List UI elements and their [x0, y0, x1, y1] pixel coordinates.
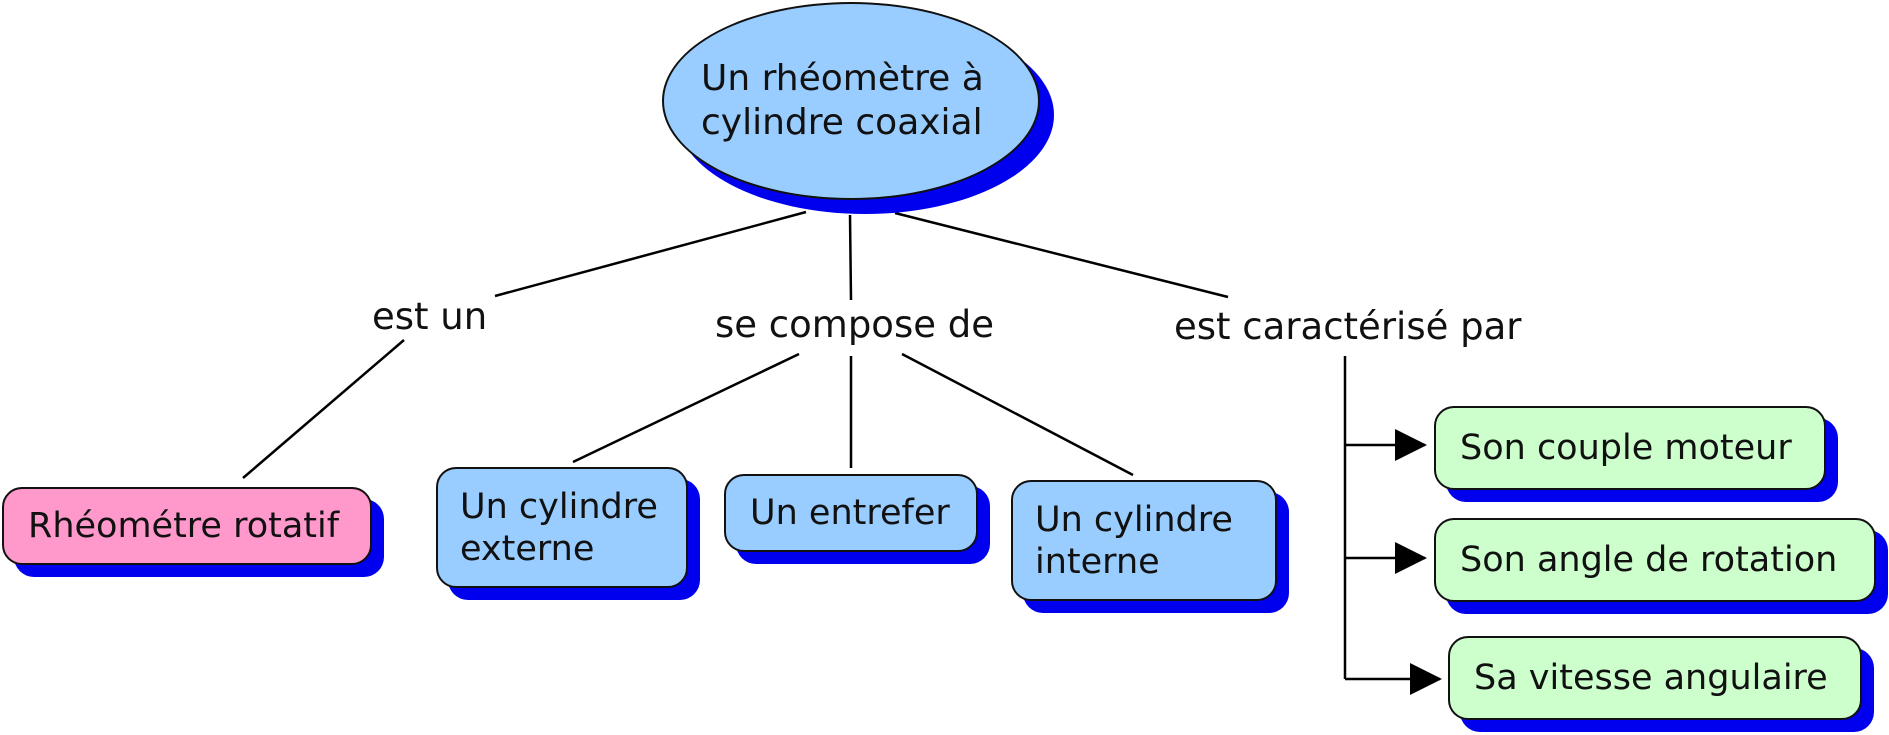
link-est-un-to-rheometre-rotatif	[242, 339, 405, 479]
link-root-to-est-caracterise-par	[894, 211, 1229, 299]
root-concept-node: Un rhéomètre à cylindre coaxial	[662, 2, 1040, 200]
root-concept-label: Un rhéomètre à cylindre coaxial	[701, 58, 984, 143]
concept-node-vitesse-angulaire: Sa vitesse angulaire	[1448, 636, 1862, 720]
link-compose-to-inner-cylinder	[901, 352, 1134, 477]
concept-label-angle-de-rotation: Son angle de rotation	[1460, 540, 1838, 580]
concept-node-cylindre-interne: Un cylindre interne	[1011, 480, 1277, 601]
concept-label-rheometre-rotatif: Rhéométre rotatif	[28, 506, 340, 546]
concept-label-cylindre-interne: Un cylindre interne	[1035, 499, 1233, 582]
concept-node-angle-de-rotation: Son angle de rotation	[1434, 518, 1876, 602]
concept-node-entrefer: Un entrefer	[724, 474, 978, 552]
link-root-to-se-compose-de	[848, 214, 853, 301]
concept-node-cylindre-externe: Un cylindre externe	[436, 467, 688, 588]
linking-phrase-est-un: est un	[372, 295, 488, 338]
concept-label-couple-moteur: Son couple moteur	[1460, 428, 1792, 468]
concept-label-cylindre-externe: Un cylindre externe	[460, 486, 658, 569]
concept-label-entrefer: Un entrefer	[750, 493, 950, 533]
linking-phrase-se-compose-de: se compose de	[715, 303, 994, 346]
link-compose-to-outer-cylinder	[572, 352, 800, 464]
link-root-to-est-un	[494, 210, 807, 298]
linking-phrase-est-caracterise-par: est caractérisé par	[1174, 305, 1522, 348]
concept-node-couple-moteur: Son couple moteur	[1434, 406, 1826, 490]
concept-label-vitesse-angulaire: Sa vitesse angulaire	[1474, 658, 1828, 698]
concept-node-rheometre-rotatif: Rhéométre rotatif	[2, 487, 372, 565]
